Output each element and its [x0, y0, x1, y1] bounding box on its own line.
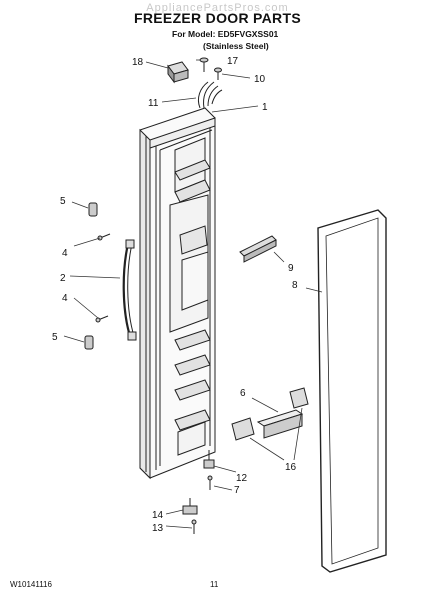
callout-5-lower: 5 [52, 332, 58, 343]
model-label: For Model: ED5FVGXSS01 [172, 29, 279, 39]
shelf-bracket-right [289, 387, 309, 409]
bushing-part-14 [182, 498, 198, 515]
watermark-text: AppliancePartsPros.com [146, 2, 289, 14]
callout-14: 14 [152, 510, 164, 521]
trim-cap-lower [84, 335, 94, 350]
document-number: W10141116 [10, 580, 52, 589]
screw-part-17 [199, 57, 209, 72]
callout-8: 8 [292, 280, 298, 291]
callout-1: 1 [262, 102, 268, 113]
shelf-bracket-left [231, 417, 255, 441]
hinge-part-12 [203, 450, 215, 469]
freezer-door [139, 107, 216, 480]
callout-18: 18 [132, 57, 144, 68]
door-shelf-part-6 [256, 409, 304, 439]
callout-4-lower: 4 [62, 293, 68, 304]
wire-harness [197, 81, 223, 109]
variant-label: (Stainless Steel) [203, 41, 269, 51]
callout-11: 11 [148, 98, 159, 109]
callout-2: 2 [60, 273, 66, 284]
callout-16: 16 [285, 462, 297, 473]
callout-5-upper: 5 [60, 196, 66, 207]
callout-9: 9 [288, 263, 294, 274]
cap-part-10 [214, 67, 222, 80]
trim-cap-upper [88, 202, 98, 217]
callout-17: 17 [227, 56, 239, 67]
door-gasket [317, 209, 387, 573]
screw-part-13 [191, 519, 197, 534]
leader-lines [63, 59, 323, 529]
screw-lower [95, 315, 109, 323]
connector-part-18 [167, 61, 189, 84]
callout-13: 13 [152, 523, 164, 534]
callout-10: 10 [254, 74, 266, 85]
screw-part-7 [207, 475, 213, 490]
callout-7: 7 [234, 485, 240, 496]
callout-labels: 18 17 10 11 1 5 4 2 4 5 9 8 6 16 12 7 14… [52, 56, 298, 534]
callout-6: 6 [240, 388, 246, 399]
door-handle [122, 239, 137, 341]
page-number: 11 [210, 580, 219, 589]
callout-12: 12 [236, 473, 248, 484]
page-title: FREEZER DOOR PARTS [134, 10, 301, 26]
dispenser-trim-part-9 [239, 235, 277, 263]
callout-4-upper: 4 [62, 248, 68, 259]
screw-upper [97, 233, 111, 241]
